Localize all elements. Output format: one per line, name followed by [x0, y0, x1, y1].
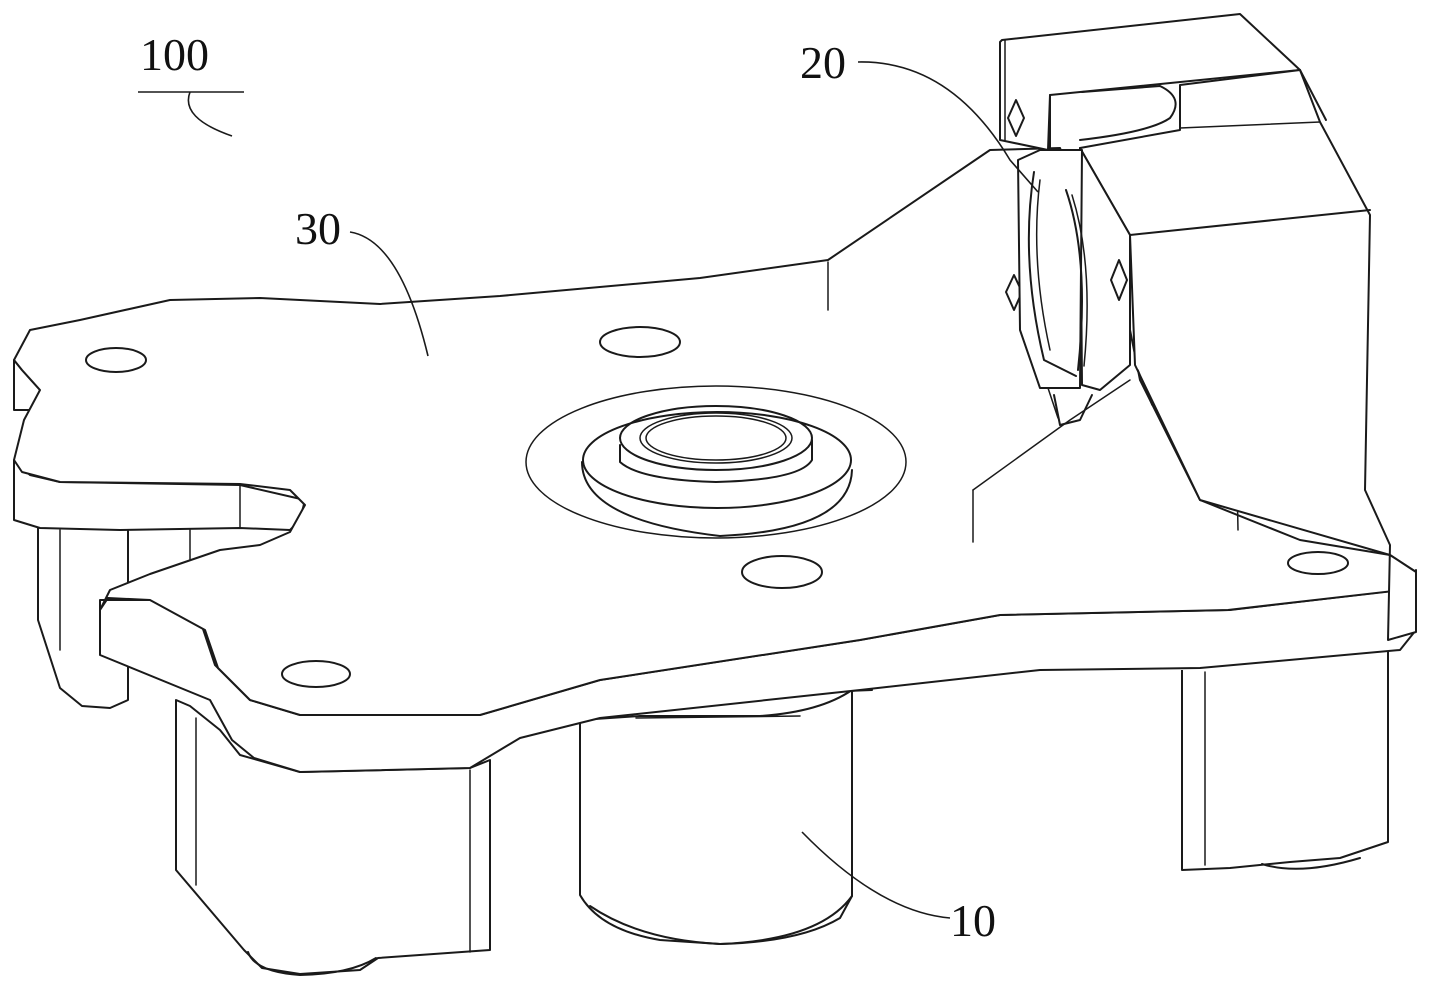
right-support-block — [1181, 640, 1389, 871]
left-front-leg — [175, 699, 491, 976]
label-part-10: 10 — [950, 895, 996, 946]
leader-100 — [187, 91, 233, 137]
leader-20 — [857, 61, 1039, 193]
leader-30 — [349, 231, 429, 357]
label-part-20: 20 — [800, 37, 846, 88]
label-part-30: 30 — [295, 203, 341, 254]
leader-10 — [801, 831, 951, 919]
label-assembly-100: 100 — [140, 29, 209, 80]
right-bracket — [999, 13, 1417, 641]
left-rear-leg — [37, 520, 191, 709]
rotating-member-part-20 — [1017, 149, 1153, 426]
leader-lines — [138, 61, 1039, 919]
cylinder-part-10 — [579, 689, 873, 945]
